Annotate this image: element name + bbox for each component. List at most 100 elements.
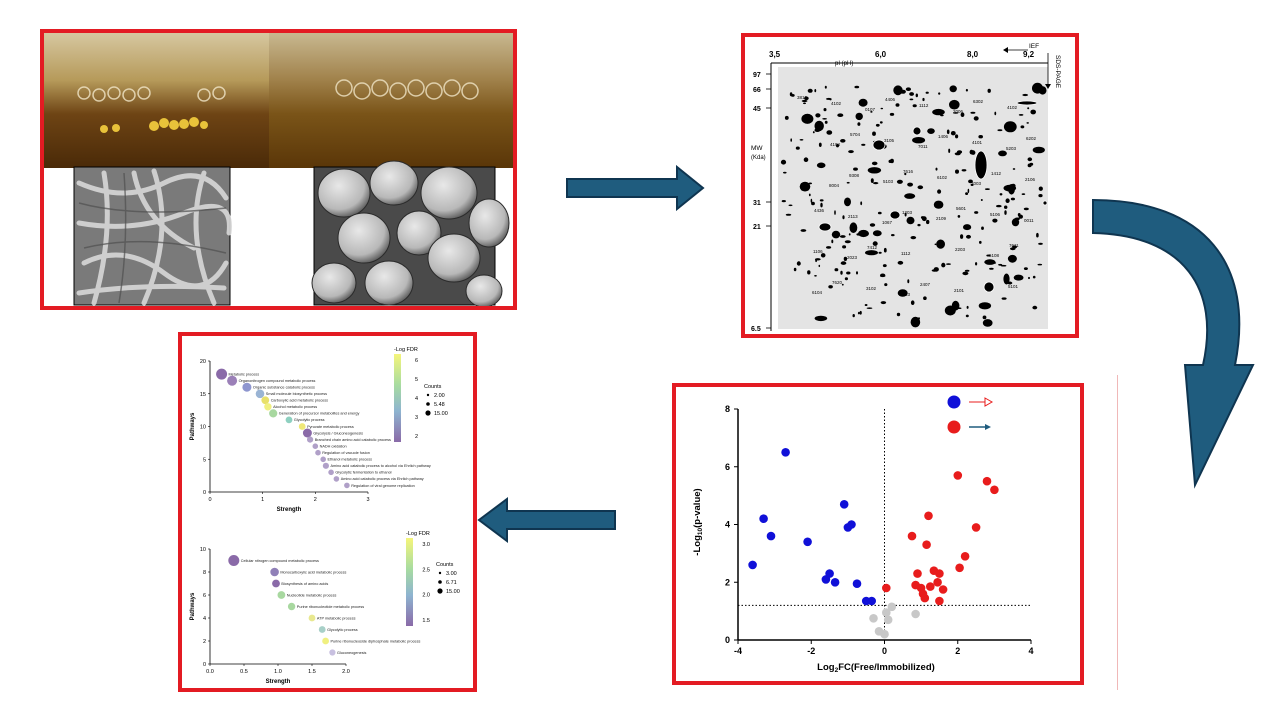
gel-spot	[904, 193, 916, 199]
ph-tick: 8,0	[967, 50, 979, 59]
pathway-label: Gluconeogenesis	[337, 651, 366, 655]
pathway-label: Pyruvate metabolic process	[307, 425, 354, 429]
gel-spot	[841, 283, 844, 286]
bubble-x-tick-label: 0	[208, 497, 211, 503]
gel-spot-major	[1016, 100, 1038, 106]
gel-spot	[998, 150, 1007, 157]
pathway-label: Nucleotide metabolic process	[287, 593, 337, 597]
gel-spot	[1004, 205, 1008, 209]
gel-spot	[814, 120, 824, 132]
pathway-label: Purine ribonucleotide metabolic process	[297, 605, 364, 609]
gel-spot	[872, 131, 876, 136]
pathway-label: Regulation of vacuole fusion	[322, 451, 370, 455]
gel-spot-label: 3105	[884, 138, 895, 143]
bubble-point	[322, 462, 329, 469]
gel-spot	[871, 161, 878, 166]
gel-spot-label: 2109	[936, 216, 947, 221]
size-legend-marker	[437, 588, 443, 594]
volcano-point	[880, 629, 889, 639]
mw-axis-label: MW	[751, 145, 763, 152]
size-legend-title: Counts	[424, 384, 442, 390]
bubble-y-tick-label: 6	[203, 593, 206, 599]
gel-spot	[1023, 267, 1028, 270]
volcano-point	[759, 514, 768, 523]
volcano-point	[911, 580, 920, 590]
gel-spot	[967, 188, 970, 193]
gel-spot-major	[983, 281, 995, 293]
bubble-point	[329, 649, 336, 656]
gel-spot	[828, 285, 833, 289]
gel-spot	[788, 204, 793, 207]
gel-spot	[812, 131, 815, 134]
gel-spot	[956, 307, 962, 310]
gel-spot	[975, 262, 978, 266]
gel-spot	[978, 302, 992, 310]
gel-spot	[933, 200, 944, 209]
color-scale-tick: 3.0	[422, 542, 430, 548]
gel-spot	[923, 296, 927, 301]
color-scale-tick: 2.0	[422, 593, 430, 599]
gel-spot	[846, 271, 851, 275]
volcano-point	[882, 608, 891, 617]
gel-spot-label: 3810	[797, 95, 808, 100]
size-legend-marker	[426, 393, 430, 397]
pathway-label: Glycolysis / Gluconeogenesis	[313, 431, 363, 435]
color-scale-tick: 2.5	[422, 567, 430, 573]
pathway-label: ATP metabolic process	[317, 616, 356, 620]
bubble-point	[308, 614, 316, 622]
gel-spot	[844, 277, 848, 281]
gel-spot	[938, 92, 941, 95]
bubble-y-tick-label: 5	[203, 457, 206, 463]
pathway-label: Cellular nitrogen compound metabolic pro…	[241, 559, 319, 563]
gel-spot	[1032, 87, 1037, 90]
gel-spot	[965, 314, 969, 318]
gel-spot	[826, 130, 833, 135]
bubble-y-tick-label: 0	[203, 490, 206, 496]
volcano-point	[867, 596, 876, 606]
gel-spot	[1011, 218, 1020, 227]
pathway-label: Carboxylic acid metabolic process	[271, 399, 328, 403]
gel-spot-label: 2407	[920, 282, 931, 287]
gel-spot-label: 8004	[829, 183, 840, 188]
gel-spot-major	[1042, 200, 1048, 206]
pathway-label: Small molecule biosynthetic process	[266, 392, 327, 396]
volcano-point	[911, 609, 920, 619]
bubble-point	[272, 579, 280, 588]
bubble-x-tick-label: 0.5	[240, 669, 248, 675]
gel-spot	[994, 111, 997, 116]
gel-spot	[820, 202, 823, 208]
bubble-point	[270, 567, 279, 577]
bubble-y-tick-label: 0	[203, 662, 206, 668]
gel-spot-label: 5601	[956, 206, 967, 211]
gel-spot	[804, 96, 809, 101]
gel-spot	[896, 179, 903, 184]
ph-tick: 9,2	[1023, 50, 1035, 59]
gel-spot-label: 6202	[1026, 136, 1037, 141]
gel-spot	[1020, 125, 1025, 129]
immobilized-culture-flask-icon	[269, 33, 513, 168]
gel-spot	[848, 150, 854, 154]
gel-spot	[906, 216, 915, 225]
bubble-x-axis-label: Strength	[266, 679, 291, 685]
gel-spot	[814, 258, 821, 261]
size-legend-title: Counts	[436, 562, 454, 568]
gel-spot	[941, 262, 946, 268]
gel-spot	[880, 107, 884, 110]
bubble-point	[318, 626, 326, 633]
volcano-point	[748, 560, 757, 570]
volcano-point	[960, 552, 970, 561]
gel-spot	[1001, 297, 1007, 300]
gel-spot	[925, 91, 929, 94]
gel-spot	[844, 240, 851, 244]
gel-spot-label: 1023	[900, 292, 911, 297]
divider-line	[1117, 375, 1118, 690]
gel-spot	[1007, 188, 1009, 191]
gel-spot-label: 1412	[991, 171, 1002, 176]
sds-page-label: SDS-PAGE	[1054, 55, 1061, 89]
volcano-point	[935, 569, 944, 578]
gel-spot	[814, 275, 817, 277]
bubble-x-tick-label: 2	[314, 497, 317, 503]
gel-spot-label: 7620	[832, 280, 843, 285]
legend-down-marker	[947, 395, 961, 409]
